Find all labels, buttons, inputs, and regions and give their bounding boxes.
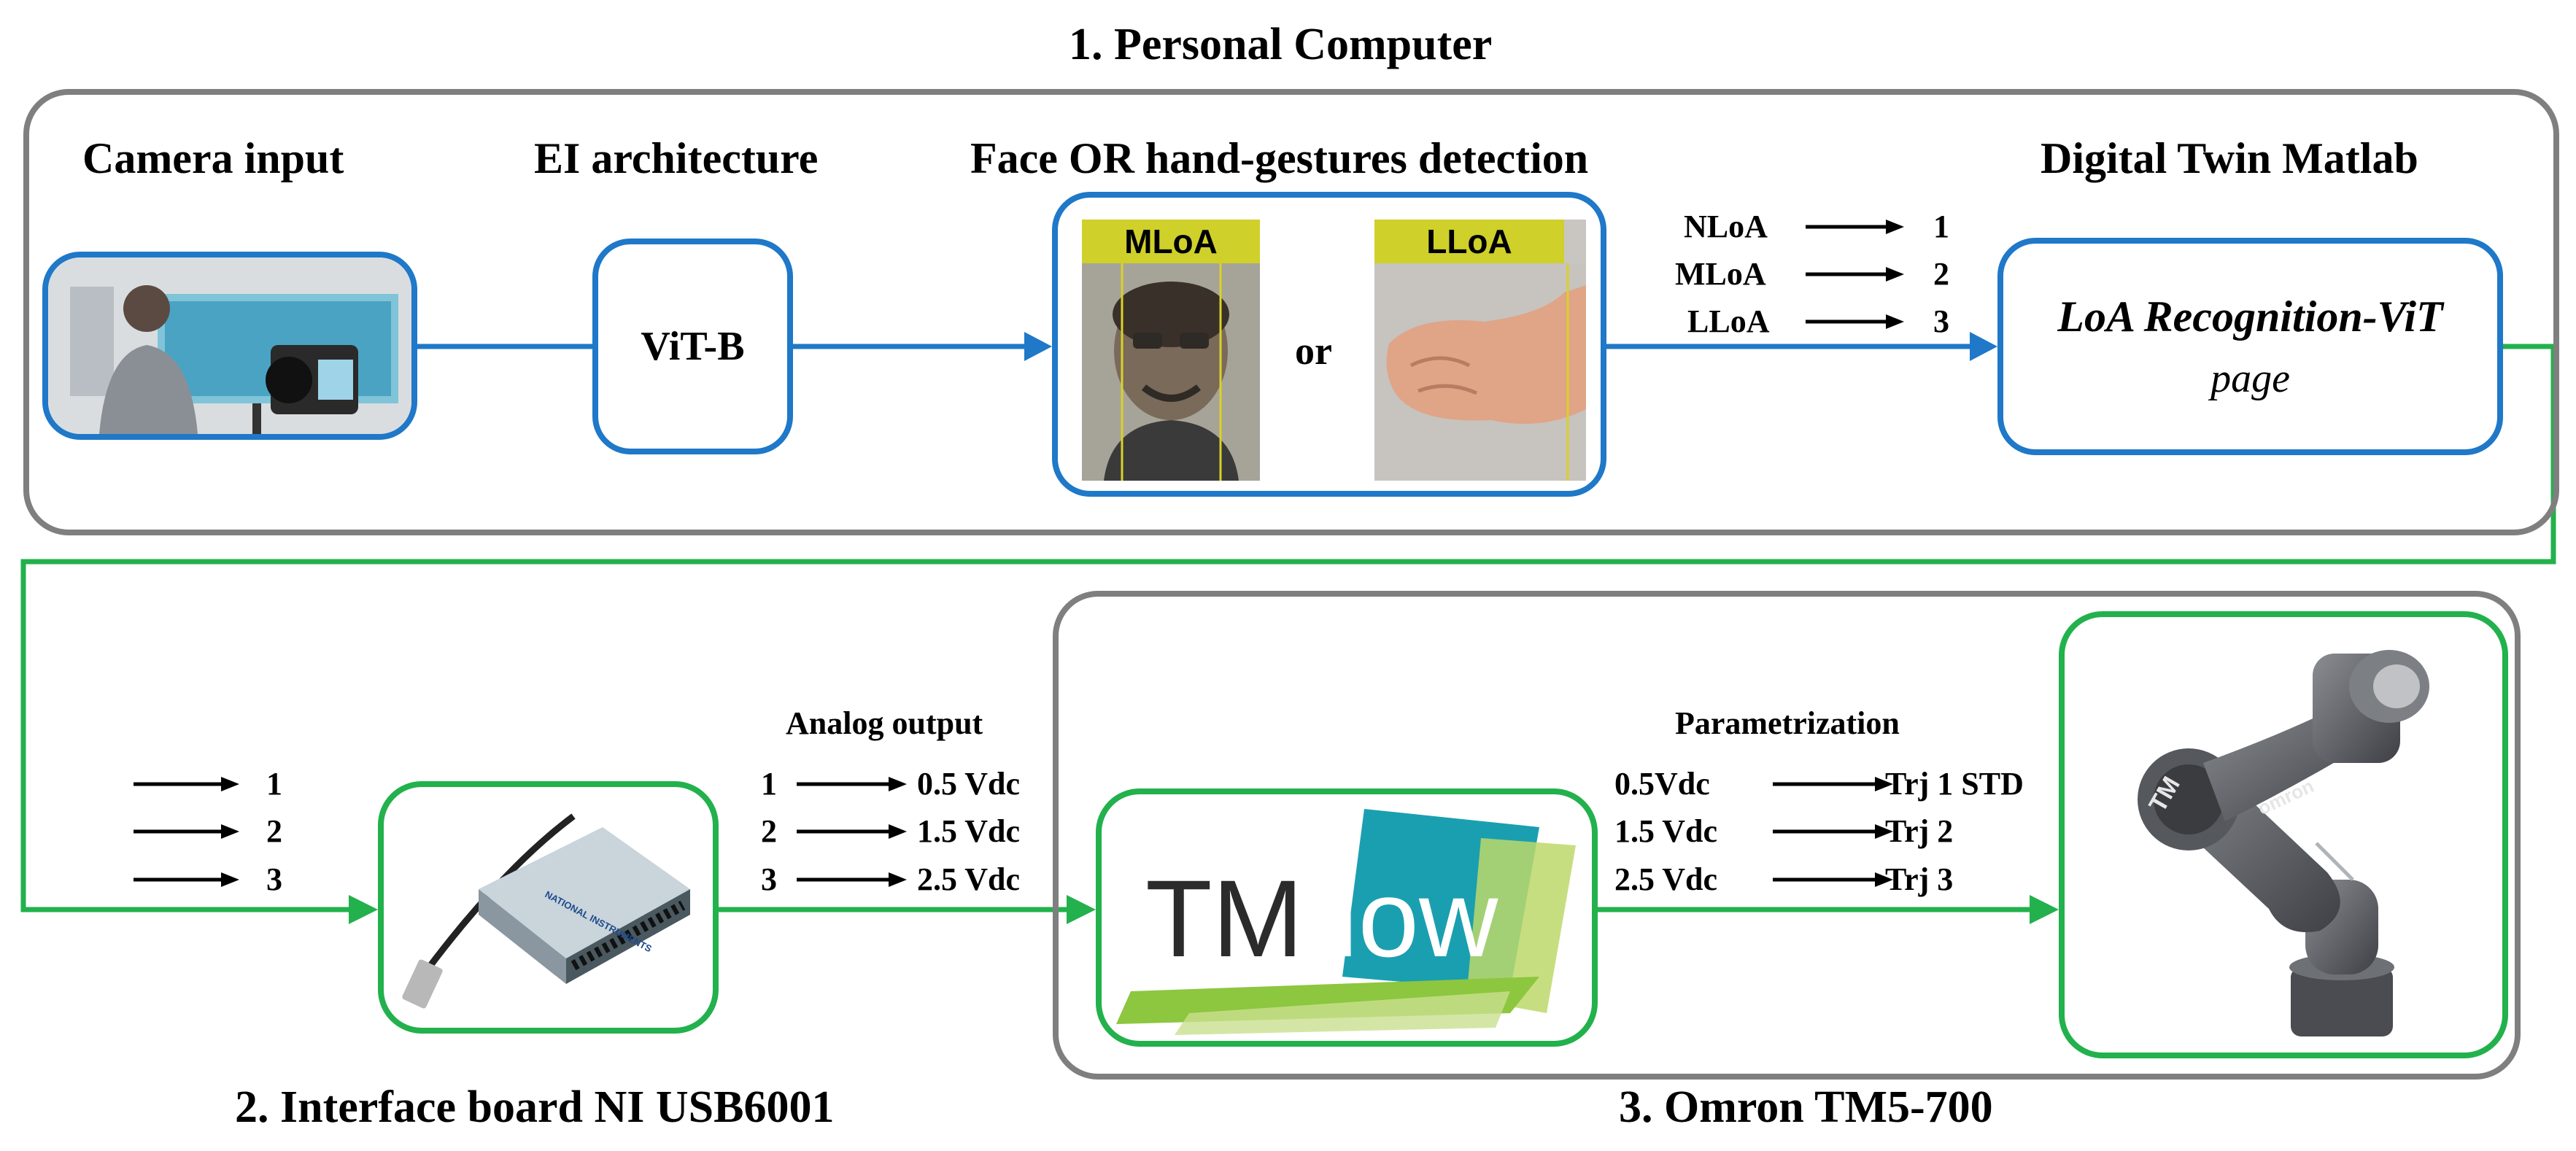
detection-box: MLoA or LLoA [1052, 192, 1606, 497]
param-from: 0.5Vdc [1614, 766, 1710, 802]
input-number: 2 [266, 813, 282, 849]
lloa-tag: LLoA [1374, 220, 1564, 263]
analog-to: 1.5 Vdc [917, 813, 1020, 849]
loa-recognition-box: LoA Recognition-ViT page [1997, 238, 2503, 455]
param-to: Trj 2 [1885, 813, 1954, 849]
param-to: Trj 3 [1885, 861, 1954, 897]
loa-from: LLoA [1687, 303, 1770, 339]
analog-to: 2.5 Vdc [917, 861, 1020, 897]
loa-to: 3 [1933, 303, 1949, 339]
camera-scene-image [48, 257, 411, 434]
analog-from: 3 [761, 861, 777, 897]
input-number: 3 [266, 861, 282, 897]
or-label: or [1295, 329, 1332, 373]
detection-label: Face OR hand-gestures detection [970, 134, 1589, 182]
tmflow-box: TMflow [1096, 788, 1598, 1047]
tmflow-logo-image [1116, 809, 1576, 1035]
camera-label: Camera input [82, 134, 344, 182]
analog-from: 1 [761, 766, 777, 802]
section-title-interface: 2. Interface board NI USB6001 [235, 1082, 835, 1132]
twin-label: Digital Twin Matlab [2041, 134, 2418, 182]
usb-daq-device-image: NATIONAL INSTRUMENTS [402, 813, 690, 1009]
section-title-omron: 3. Omron TM5-700 [1619, 1082, 1993, 1132]
loa-from: NLoA [1684, 209, 1768, 244]
loa-recognition-subtitle: page [2211, 355, 2290, 401]
robot-box: TM omron [2059, 611, 2508, 1058]
analog-from: 2 [761, 813, 777, 849]
connector-twin-to-interface [20, 344, 2556, 912]
parametrization-label: Parametrization [1675, 705, 1900, 741]
param-from: 2.5 Vdc [1614, 861, 1717, 897]
camera-input-box [42, 252, 417, 440]
section-title-pc: 1. Personal Computer [1069, 20, 1493, 69]
tmflow-logo-text: TMflow [1145, 864, 1498, 973]
face-image [1082, 263, 1260, 481]
arrow-head [2030, 895, 2059, 924]
vit-b-label: ViT-B [641, 324, 745, 369]
face-panel: MLoA [1082, 220, 1260, 481]
vit-b-box: ViT-B [592, 239, 793, 454]
loa-to: 1 [1933, 209, 1949, 244]
pc-frame [23, 89, 2559, 535]
analog-output-label: Analog output [786, 705, 983, 741]
hand-panel: LLoA [1374, 220, 1586, 481]
loa-from: MLoA [1675, 256, 1766, 292]
fist-image [1374, 263, 1586, 481]
arrow-head [1067, 895, 1096, 924]
arrow-head [1970, 332, 1997, 361]
arrow-head [1024, 332, 1052, 361]
tmflow-tm: TM [1145, 857, 1304, 980]
param-from: 1.5 Vdc [1614, 813, 1717, 849]
input-number: 1 [266, 766, 282, 802]
loa-to: 2 [1933, 256, 1949, 292]
loa-recognition-title: LoA Recognition-ViT [2057, 292, 2443, 341]
interface-board-box: NATIONAL INSTRUMENTS [378, 781, 719, 1034]
ei-label: EI architecture [534, 134, 819, 182]
omron-frame [1053, 591, 2521, 1080]
arrow-head [349, 895, 378, 924]
cobot-arm-image: TM omron [2138, 650, 2429, 1036]
analog-to: 0.5 Vdc [917, 766, 1020, 802]
tmflow-flow: flow [1303, 857, 1498, 980]
mloa-tag: MLoA [1082, 220, 1260, 263]
param-to: Trj 1 STD [1885, 766, 2024, 802]
